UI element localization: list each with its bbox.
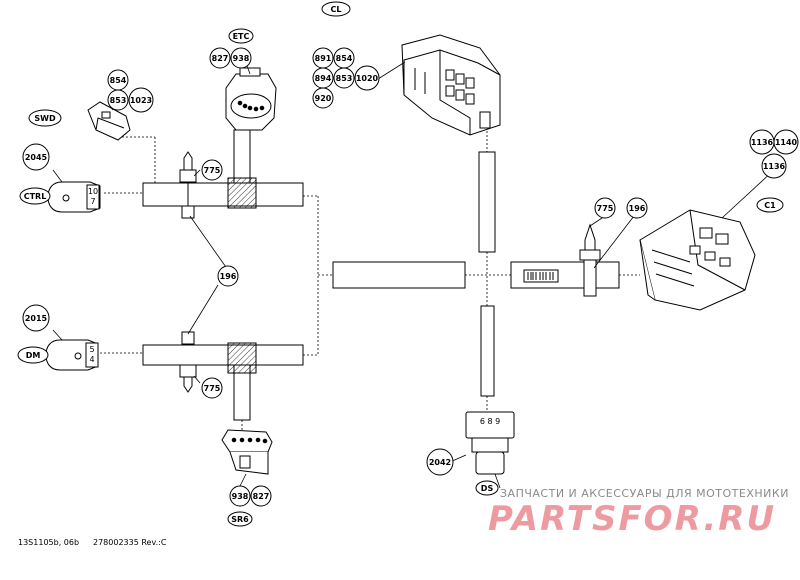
part-854-swd: 854 [107,69,129,91]
footer-ref-left: 13S1105b, 06b [18,538,79,547]
clip-lower [179,331,197,393]
clip-upper [179,151,197,219]
part-2042: 2042 [426,448,454,476]
svg-text:853: 853 [336,74,353,83]
part-827-top: 827 [209,47,231,69]
part-775-right: 775 [594,197,616,219]
svg-text:775: 775 [204,384,221,393]
svg-text:2045: 2045 [25,153,48,162]
part-1140: 1140 [773,129,799,155]
callout-ctrl: CTRL [19,187,51,205]
connector-swd [87,101,131,141]
part-2015: 2015 [22,304,50,332]
svg-text:196: 196 [220,272,237,281]
part-775-lower: 775 [201,377,223,399]
svg-text:938: 938 [233,54,250,63]
part-938-bottom: 938 [229,485,251,507]
svg-text:2015: 2015 [25,314,48,323]
dm-pin-top: 5 [89,345,94,354]
svg-text:2042: 2042 [429,458,451,467]
svg-text:1140: 1140 [775,138,798,147]
connector-sr6 [221,429,273,475]
harness-center [332,151,620,397]
harness-lower-branch [142,342,304,421]
footer-ref-right: 278002335 Rev.:C [93,538,167,547]
callout-ds: DS [475,480,499,496]
part-1136-b: 1136 [761,153,787,179]
svg-text:920: 920 [315,94,332,103]
switch-ctrl [47,181,101,213]
svg-text:827: 827 [212,54,229,63]
part-775-upper: 775 [201,159,223,181]
svg-text:853: 853 [110,96,127,105]
callout-cl: CL [321,1,351,17]
dm-pin-bottom: 4 [89,355,94,364]
svg-text:775: 775 [204,166,221,175]
svg-text:854: 854 [110,76,127,85]
part-196-right: 196 [626,197,648,219]
svg-text:SWD: SWD [34,114,56,123]
sensor-ds [465,411,515,475]
part-1136-a: 1136 [749,129,775,155]
svg-text:196: 196 [629,204,646,213]
part-920: 920 [312,87,334,109]
svg-text:DS: DS [481,484,494,493]
part-1023: 1023 [128,87,154,113]
part-853-swd: 853 [107,89,129,111]
svg-text:894: 894 [315,74,332,83]
callout-c1: C1 [756,197,784,213]
callout-sr6: SR6 [227,511,253,527]
svg-text:C1: C1 [764,201,776,210]
ctrl-pin-top: 10 [88,187,98,196]
part-854-cl: 854 [333,47,355,69]
harness-upper-branch [142,129,304,209]
ctrl-pin-bottom: 7 [90,197,95,206]
ds-pin-labels: 6 8 9 [480,417,500,426]
part-938-top: 938 [230,47,252,69]
svg-text:827: 827 [253,492,270,501]
part-196-left: 196 [217,265,239,287]
callout-swd: SWD [28,109,62,127]
watermark-logo: PARTSFOR.RU [488,499,776,539]
svg-text:775: 775 [597,204,614,213]
switch-dm [45,339,99,371]
connector-etc [225,67,277,131]
connector-c1 [639,209,756,311]
callout-dm: DM [17,346,49,364]
svg-text:1020: 1020 [356,74,379,83]
svg-text:938: 938 [232,492,249,501]
svg-text:1136: 1136 [751,138,774,147]
svg-text:1023: 1023 [130,96,152,105]
part-853-cl: 853 [333,67,355,89]
svg-text:854: 854 [336,54,353,63]
svg-text:SR6: SR6 [231,515,249,524]
svg-text:CTRL: CTRL [24,192,47,201]
connector-cl [401,34,501,136]
svg-text:CL: CL [331,5,342,14]
svg-text:891: 891 [315,54,332,63]
callout-etc: ETC [228,28,254,44]
part-894: 894 [312,67,334,89]
svg-text:1136: 1136 [763,162,786,171]
svg-text:ETC: ETC [233,32,250,41]
svg-text:DM: DM [26,351,41,360]
part-2045: 2045 [22,143,50,171]
part-1020: 1020 [354,65,380,91]
part-827-bottom: 827 [250,485,272,507]
barcode-label [527,272,554,280]
part-891: 891 [312,47,334,69]
watermark-tagline: ЗАПЧАСТИ И АКСЕССУАРЫ ДЛЯ МОТОТЕХНИКИ [500,487,789,500]
